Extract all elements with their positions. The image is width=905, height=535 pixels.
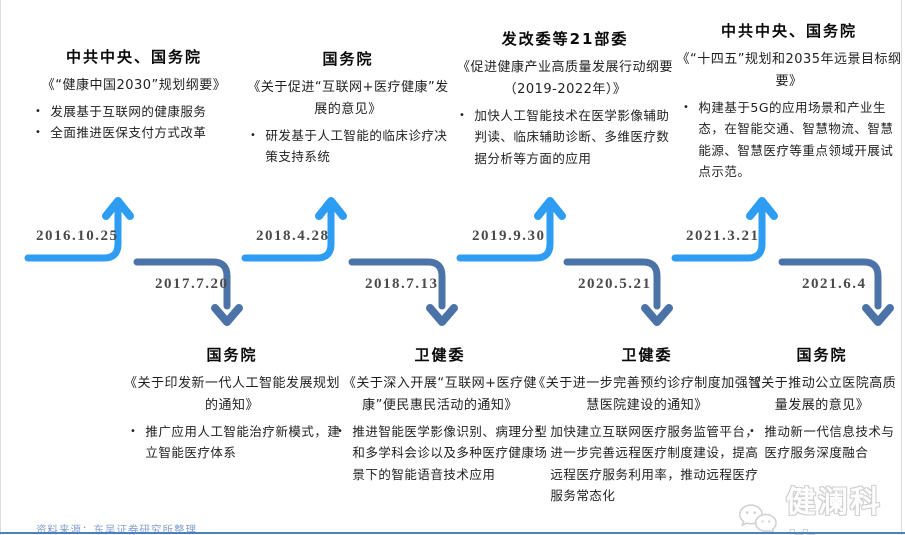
event-org: 国务院 [322,50,374,68]
up-arrow-1 [24,197,134,262]
bullet-item: 推动新一代信息技术与医疗服务深度融合 [742,421,902,464]
date-label-2017-7-20: 2017.7.20 [155,276,229,292]
event-bottom-4: 国务院 《关于推动公立医院高质量发展的意见》 推动新一代信息技术与医疗服务深度融… [742,346,902,464]
bottom-divider [0,532,905,534]
event-doc-title: 《关于促进“互联网+医疗健康”发展的意见》 [247,79,449,117]
event-bullets: 研发基于人工智能的临床诊疗决策支持系统 [243,125,453,168]
page-border-right [901,0,902,535]
brand-watermark: 健澜科技 [737,477,905,535]
event-org: 卫健委 [414,346,466,364]
bullet-item: 加快建立互联网医疗服务监管平台，进一步完善远程医疗制度建设，提高远程医疗服务利用… [528,421,766,506]
event-bullets: 推进智能医学影像识别、病理分型和多学科会诊以及多种医疗健康场景下的智能语音技术应… [330,421,550,485]
up-arrow-4 [671,197,778,262]
event-org: 国务院 [206,346,258,364]
event-doc-title: 《关于印发新一代人工智能发展规划的通知》 [123,375,340,413]
event-doc-title: 《关于深入开展“互联网+医疗健康”便民惠民活动的通知》 [342,375,538,413]
date-label-2019-9-30: 2019.9.30 [472,228,546,244]
brand-name: 健澜科技 [785,485,882,535]
event-doc-title: 《关于进一步完善预约诊疗制度加强智慧医院建设的通知》 [532,375,762,413]
bullet-item: 发展基于互联网的健康服务 [28,101,240,122]
down-arrow-2 [348,258,458,326]
event-doc-title: 《促进健康产业高质量发展行动纲要（2019-2022年）》 [456,59,673,97]
bullet-item: 推广应用人工智能治疗新模式，建立智能医疗体系 [123,421,341,464]
bullet-item: 加快人工智能技术在医学影像辅助判读、临床辅助诊断、多维医疗数据分析等方面的应用 [452,105,678,169]
wechat-bubbles-icon [739,504,777,535]
date-label-2020-5-21: 2020.5.21 [578,276,652,292]
event-bullets: 构建基于5G的应用场景和产业生态，在智能交通、智慧物流、智慧能源、智慧医疗等重点… [676,97,902,182]
event-doc-title: 《“十四五”规划和2035年远景目标纲要》 [676,51,902,89]
date-label-2018-7-13: 2018.7.13 [365,276,439,292]
event-bottom-1: 国务院 《关于印发新一代人工智能发展规划的通知》 推广应用人工智能治疗新模式，建… [123,346,341,464]
event-bullets: 推广应用人工智能治疗新模式，建立智能医疗体系 [123,421,341,464]
bullet-item: 全面推进医保支付方式改革 [28,122,240,143]
up-arrow-2 [241,197,347,262]
event-top-2: 国务院 《关于促进“互联网+医疗健康”发展的意见》 研发基于人工智能的临床诊疗决… [243,50,453,168]
date-label-2021-6-4: 2021.6.4 [802,276,867,292]
event-org: 国务院 [796,346,848,364]
date-label-2018-4-28: 2018.4.28 [256,228,330,244]
event-bullets: 加快建立互联网医疗服务监管平台，进一步完善远程医疗制度建设，提高远程医疗服务利用… [528,421,766,506]
event-top-1: 中共中央、国务院 《“健康中国2030”规划纲要》 发展基于互联网的健康服务 全… [28,48,240,143]
event-doc-title: 《关于推动公立医院高质量发展的意见》 [747,375,897,413]
up-arrow-3 [456,197,566,262]
bullet-item: 研发基于人工智能的临床诊疗决策支持系统 [243,125,453,168]
down-arrow-3 [563,258,673,326]
date-label-2016-10-25: 2016.10.25 [36,228,119,244]
event-org: 发改委等21部委 [501,30,629,48]
event-bullets: 推动新一代信息技术与医疗服务深度融合 [742,421,902,464]
bullet-item: 构建基于5G的应用场景和产业生态，在智能交通、智慧物流、智慧能源、智慧医疗等重点… [676,97,902,182]
event-top-4: 中共中央、国务院 《“十四五”规划和2035年远景目标纲要》 构建基于5G的应用… [676,22,902,182]
page-border-left [0,0,1,535]
down-arrow-4 [778,258,894,326]
event-bottom-3: 卫健委 《关于进一步完善预约诊疗制度加强智慧医院建设的通知》 加快建立互联网医疗… [528,346,766,506]
source-note: 资料来源：东吴证券研究所整理 [36,524,197,535]
bullet-item: 推进智能医学影像识别、病理分型和多学科会诊以及多种医疗健康场景下的智能语音技术应… [330,421,550,485]
event-org: 中共中央、国务院 [720,22,857,40]
down-arrow-1 [133,258,243,326]
event-bullets: 发展基于互联网的健康服务 全面推进医保支付方式改革 [28,101,240,144]
event-org: 卫健委 [621,346,673,364]
event-bullets: 加快人工智能技术在医学影像辅助判读、临床辅助诊断、多维医疗数据分析等方面的应用 [452,105,678,169]
event-bottom-2: 卫健委 《关于深入开展“互联网+医疗健康”便民惠民活动的通知》 推进智能医学影像… [330,346,550,485]
event-top-3: 发改委等21部委 《促进健康产业高质量发展行动纲要（2019-2022年）》 加… [452,30,678,169]
event-org: 中共中央、国务院 [65,48,202,66]
event-doc-title: 《“健康中国2030”规划纲要》 [41,77,227,93]
date-label-2021-3-21: 2021.3.21 [686,228,760,244]
